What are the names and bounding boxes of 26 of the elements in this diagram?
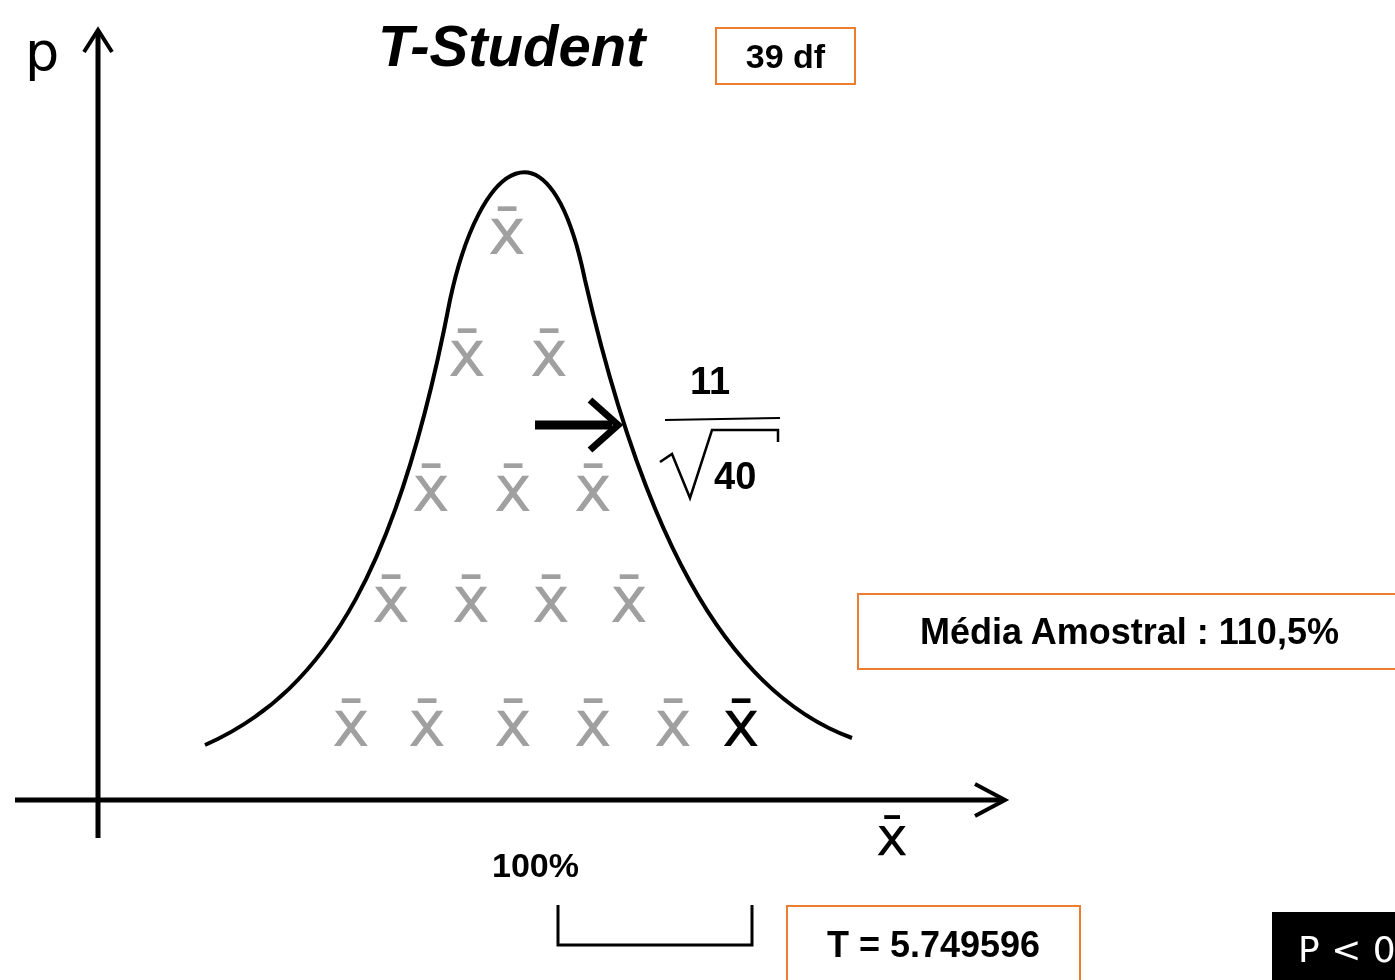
value-box: T = 5.749596 [786, 905, 1081, 980]
sample-mean-symbol: x̄ [494, 457, 532, 521]
sample-mean-symbol: x̄ [412, 457, 450, 521]
sample-mean-symbol: x̄ [574, 692, 612, 756]
sample-mean-symbol: x̄ [532, 568, 570, 632]
title: T-Student [378, 12, 646, 79]
value-box: Média Amostral : 110,5% [857, 593, 1395, 670]
axis-tick-label: 100% [492, 848, 579, 882]
sample-mean-symbol: x̄ [488, 200, 526, 264]
sample-mean-symbol: x̄ [332, 692, 370, 756]
sample-mean-symbol: x̄ [408, 692, 446, 756]
sample-mean-symbol: x̄ [452, 568, 490, 632]
sample-mean-symbol: x̄ [448, 322, 486, 386]
sample-mean-symbol: x̄ [372, 568, 410, 632]
sample-mean-symbol: x̄ [610, 568, 648, 632]
sample-mean-symbol: x̄ [654, 692, 692, 756]
sample-mean-symbol: x̄ [722, 692, 760, 756]
value-box: 39 df [715, 27, 856, 85]
axis-label: p [25, 25, 60, 79]
sample-mean-symbol: x̄ [574, 457, 612, 521]
sample-mean-symbol: x̄ [530, 322, 568, 386]
radicand: 40 [714, 457, 757, 495]
axis-label: x̄ [876, 810, 908, 864]
sample-mean-symbol: x̄ [494, 692, 532, 756]
numerator: 11 [690, 362, 731, 400]
value-box: P < 0 [1272, 912, 1395, 980]
